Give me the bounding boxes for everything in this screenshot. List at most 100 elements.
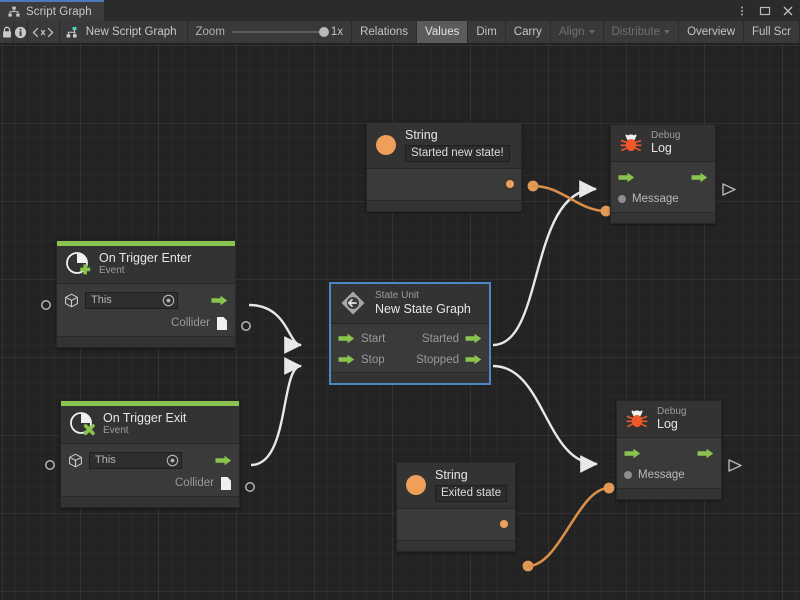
- graph-name-label: New Script Graph: [85, 26, 177, 38]
- connection-wires: [248, 180, 615, 572]
- node-debug-log-bottom[interactable]: Debug Log Message: [616, 400, 722, 501]
- toolbar-button-values[interactable]: Values: [417, 21, 469, 43]
- toolbar-button-overview[interactable]: Overview: [679, 21, 745, 43]
- toolbar-button-label: Values: [425, 26, 460, 38]
- node-string-top[interactable]: String Started new state!: [366, 122, 522, 212]
- wire-string-top-to-message: [532, 184, 607, 213]
- target-object-value: This: [95, 454, 116, 466]
- node-title: Log: [657, 417, 678, 432]
- bug-icon: [626, 410, 648, 427]
- zoom-control[interactable]: Zoom 1x: [188, 21, 353, 43]
- node-string-bottom[interactable]: String Exited state: [396, 462, 516, 552]
- code-view-button[interactable]: [28, 21, 60, 43]
- unconnected-ports: [41, 183, 742, 492]
- node-body: Start Started Stop: [331, 324, 489, 372]
- bug-icon: [620, 134, 642, 151]
- message-input-port[interactable]: [624, 471, 632, 480]
- wire-endpoint-dot: [603, 482, 615, 494]
- string-value-icon: [406, 474, 426, 495]
- flow-out-port[interactable]: [211, 295, 228, 306]
- node-subtitle: Debug: [651, 130, 681, 141]
- node-header[interactable]: String Started new state!: [367, 123, 521, 169]
- target-object-value: This: [91, 294, 112, 306]
- zoom-slider-handle[interactable]: [318, 27, 329, 37]
- zoom-slider[interactable]: [231, 27, 329, 37]
- node-subtitle: State Unit: [375, 290, 419, 302]
- output-port-unconnected[interactable]: [245, 482, 255, 492]
- toolbar-button-relations[interactable]: Relations: [352, 21, 418, 43]
- window-controls: [736, 0, 794, 21]
- collider-doc-icon[interactable]: [220, 476, 232, 491]
- node-state-unit[interactable]: State Unit New State Graph Start Started: [330, 283, 490, 384]
- object-picker-icon[interactable]: [162, 294, 175, 307]
- node-footer: [617, 488, 721, 500]
- toolbar-button-carry[interactable]: Carry: [506, 21, 551, 43]
- target-object-field[interactable]: This: [89, 451, 182, 469]
- toolbar-button-distribute[interactable]: Distribute: [604, 21, 680, 43]
- node-header[interactable]: On Trigger Exit Event: [61, 406, 239, 444]
- node-header[interactable]: State Unit New State Graph: [331, 284, 489, 324]
- node-body: This Collider: [61, 444, 239, 496]
- target-object-field[interactable]: This: [85, 291, 178, 309]
- toolbar-button-label: Distribute: [611, 26, 661, 38]
- lock-button[interactable]: [0, 21, 15, 43]
- node-debug-log-top[interactable]: Debug Log Message: [610, 124, 716, 225]
- node-body: [367, 168, 521, 200]
- graph-name-field[interactable]: New Script Graph: [60, 21, 188, 43]
- flow-out-port[interactable]: [697, 448, 714, 459]
- toolbar-button-align[interactable]: Align: [551, 21, 604, 43]
- node-subtitle: Debug: [657, 406, 687, 417]
- string-value-field[interactable]: Started new state!: [405, 145, 510, 162]
- input-port-unconnected[interactable]: [45, 460, 55, 470]
- flow-in-port[interactable]: [618, 172, 635, 183]
- info-button[interactable]: [14, 21, 29, 43]
- info-icon: [14, 26, 27, 38]
- object-picker-icon[interactable]: [166, 454, 179, 467]
- message-input-port[interactable]: [618, 195, 626, 204]
- node-header[interactable]: String Exited state: [397, 463, 515, 509]
- event-add-icon: [66, 252, 91, 275]
- state-unit-icon: [341, 291, 365, 315]
- flow-in-port-start[interactable]: [338, 333, 355, 344]
- kebab-menu-icon[interactable]: [736, 5, 748, 17]
- node-title: String: [435, 468, 468, 482]
- flow-in-port-stop[interactable]: [338, 354, 355, 365]
- flow-out-port-started[interactable]: [465, 333, 482, 344]
- port-label-stop: Stop: [361, 353, 385, 366]
- gameobject-icon: [65, 293, 78, 307]
- node-header[interactable]: Debug Log: [611, 125, 715, 163]
- output-flow-port-unconnected[interactable]: [728, 459, 742, 472]
- graph-toolbar: New Script Graph Zoom 1x Relations Value…: [0, 21, 800, 44]
- node-on-trigger-exit[interactable]: On Trigger Exit Event This: [60, 400, 240, 508]
- close-icon[interactable]: [782, 5, 794, 17]
- string-output-port[interactable]: [500, 519, 508, 528]
- toolbar-button-label: Relations: [360, 26, 409, 38]
- maximize-icon[interactable]: [759, 5, 771, 17]
- toolbar-button-full-screen[interactable]: Full Scr: [744, 21, 800, 43]
- output-port-unconnected[interactable]: [241, 321, 251, 331]
- node-header[interactable]: Debug Log: [617, 401, 721, 439]
- wire-trigger-exit-to-state-stop: [250, 357, 302, 467]
- graph-canvas[interactable]: String Started new state!: [0, 44, 800, 600]
- tab-script-graph[interactable]: Script Graph: [0, 0, 104, 21]
- node-on-trigger-enter[interactable]: On Trigger Enter Event This: [56, 240, 236, 348]
- string-value-field[interactable]: Exited state: [435, 485, 508, 502]
- toolbar-button-dim[interactable]: Dim: [468, 21, 506, 43]
- flow-in-port[interactable]: [624, 448, 641, 459]
- input-port-unconnected[interactable]: [41, 300, 51, 310]
- flow-out-port[interactable]: [215, 455, 232, 466]
- node-header[interactable]: On Trigger Enter Event: [57, 246, 235, 284]
- node-title: On Trigger Enter: [99, 251, 192, 266]
- flow-out-port-stopped[interactable]: [465, 354, 482, 365]
- string-output-port[interactable]: [506, 179, 514, 188]
- port-label-collider: Collider: [175, 477, 214, 489]
- collider-doc-icon[interactable]: [216, 316, 228, 331]
- toolbar-button-label: Dim: [476, 26, 497, 38]
- node-title: New State Graph: [375, 301, 471, 316]
- script-graph-icon: [8, 6, 20, 17]
- output-flow-port-unconnected[interactable]: [722, 183, 736, 196]
- flow-out-port[interactable]: [691, 172, 708, 183]
- node-footer: [61, 496, 239, 507]
- node-body: Message: [611, 162, 715, 213]
